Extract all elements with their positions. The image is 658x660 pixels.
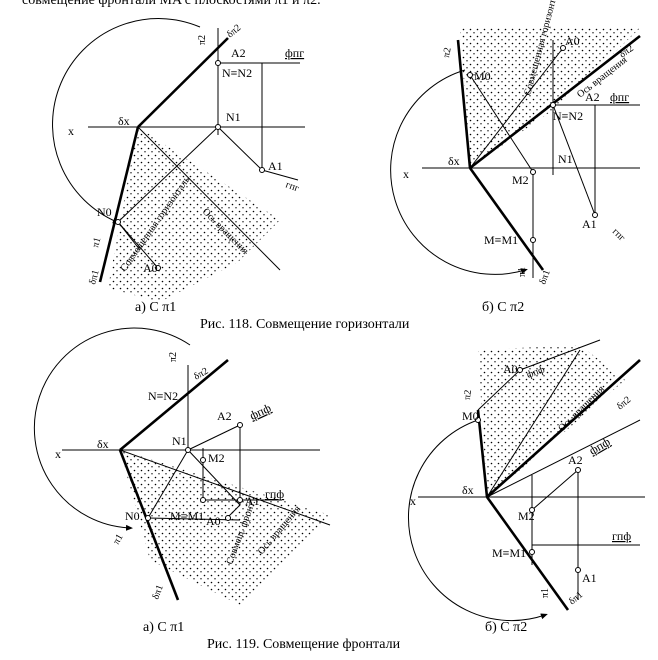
m-m1-label: M≡M1 [492,546,526,560]
dx-label: δx [118,114,130,128]
rotation-arc [407,419,548,622]
rotation-arc [52,18,201,224]
a0-label: A0 [206,514,221,528]
n-n2-label: N≡N2 [222,66,252,80]
n0-label: N0 [97,205,112,219]
a1-label: A1 [268,159,283,173]
fig118-caption-a: а) С π1 [135,300,177,315]
d1-label: δπ1 [150,583,165,601]
a2-label: A2 [568,453,583,467]
d1-label: δπ1 [87,269,101,286]
a0-label: A0 [565,34,580,48]
pi2-label: π2 [462,389,474,400]
fig118-title: Рис. 118. Совмещение горизонтали [200,317,410,332]
n1-label: N1 [226,110,241,124]
a2-label: A2 [585,90,600,104]
fig119-title: Рис. 119. Совмещение фронтали [207,637,401,652]
fig118-a: x δx A2 N≡N2 N1 A1 N0 A0 фпг гпг π2 δπ2 … [52,18,305,302]
a1-label: A1 [245,494,260,508]
a2-label: A2 [231,46,246,60]
dx-label: δx [97,437,109,451]
pi2-label: π2 [197,35,208,45]
gpf-label: гпф [265,487,284,501]
dx-label: δx [448,154,460,168]
fig118-b: x δx M0 A0 A2 фпг N≡N2 N1 M2 M≡M1 A1 гпг… [390,0,641,286]
a0-label: A0 [503,362,518,376]
fpf-label: фпф [587,434,613,457]
d1-label: δπ1 [567,589,585,607]
a0-label: A0 [143,261,158,275]
d2-label: δπ2 [225,22,243,40]
pi1-label: π1 [90,236,103,249]
m0-label: M0 [462,409,479,423]
m2-label: M2 [512,173,529,187]
m0-label: M0 [474,69,491,83]
pi1-label: π1 [517,267,528,277]
d1-label: δπ1 [537,268,552,286]
header-text: совмещение фронтали MA с плоскостями π1 … [22,0,321,8]
pi2-label: π2 [168,352,179,362]
a2-label: A2 [217,409,232,423]
m-m1-label: M≡M1 [484,233,518,247]
gpg-label: гпг [284,179,301,194]
n0-label: N0 [125,509,140,523]
x-label: x [55,447,61,461]
rotation-arc [33,327,191,531]
dx-label: δx [462,483,474,497]
x-label: x [68,124,74,138]
d2-label: δπ2 [192,366,210,383]
m2-label: M2 [518,509,535,523]
pi1-label: π1 [111,532,126,546]
a1-label: A1 [582,217,597,231]
gpg-label: гпг [610,226,627,243]
fpg-label: фпг [610,90,629,104]
a1-label: A1 [582,571,597,585]
n-n2-label: N≡N2 [148,389,178,403]
rotation-arc [390,69,528,275]
fig119-caption-a: а) С π1 [143,620,185,635]
x-label: x [410,494,416,508]
d2-label: δπ2 [615,394,633,412]
fig118-caption-b: б) С π2 [482,300,525,315]
fig119-b: x δx M0 A0 фпф A2 фпф M2 M≡M1 A1 гпф π2 … [407,339,645,622]
fig119-a: x δx N≡N2 N1 A2 фпф M2 M≡M1 A1 гпф N0 A0… [33,327,331,605]
fpf-label: фпф [247,401,273,423]
m2-label: M2 [208,451,225,465]
n-n2-label: N≡N2 [553,109,583,123]
fig119-caption-b: б) С π2 [485,620,528,635]
pi2-label: π2 [441,47,454,59]
gpf-label: гпф [612,529,631,543]
pi1-label: π1 [540,588,551,598]
m-m1-label: M≡M1 [170,509,204,523]
x-label: x [403,167,409,181]
n1-label: N1 [558,152,573,166]
n1-label: N1 [172,434,187,448]
fpg-label: фпг [285,46,304,60]
